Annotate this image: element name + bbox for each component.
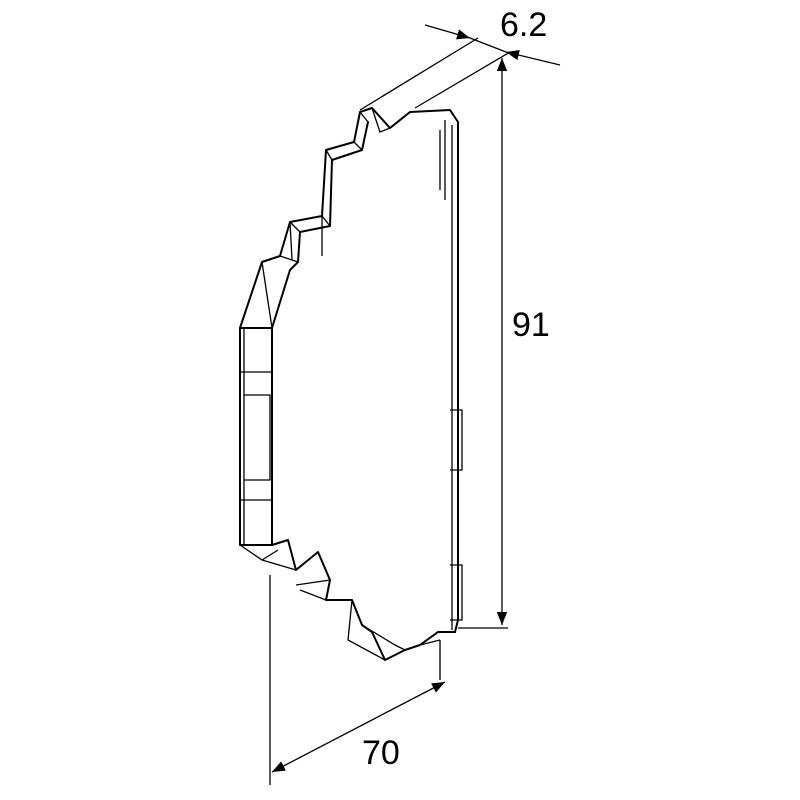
dimension-height <box>458 58 508 629</box>
dimension-depth <box>269 575 446 785</box>
depth-label: 70 <box>362 734 400 772</box>
dimension-width <box>359 24 561 111</box>
height-label: 91 <box>512 306 550 344</box>
width-label: 6.2 <box>500 6 547 44</box>
din-rail-module-outline <box>239 107 463 680</box>
